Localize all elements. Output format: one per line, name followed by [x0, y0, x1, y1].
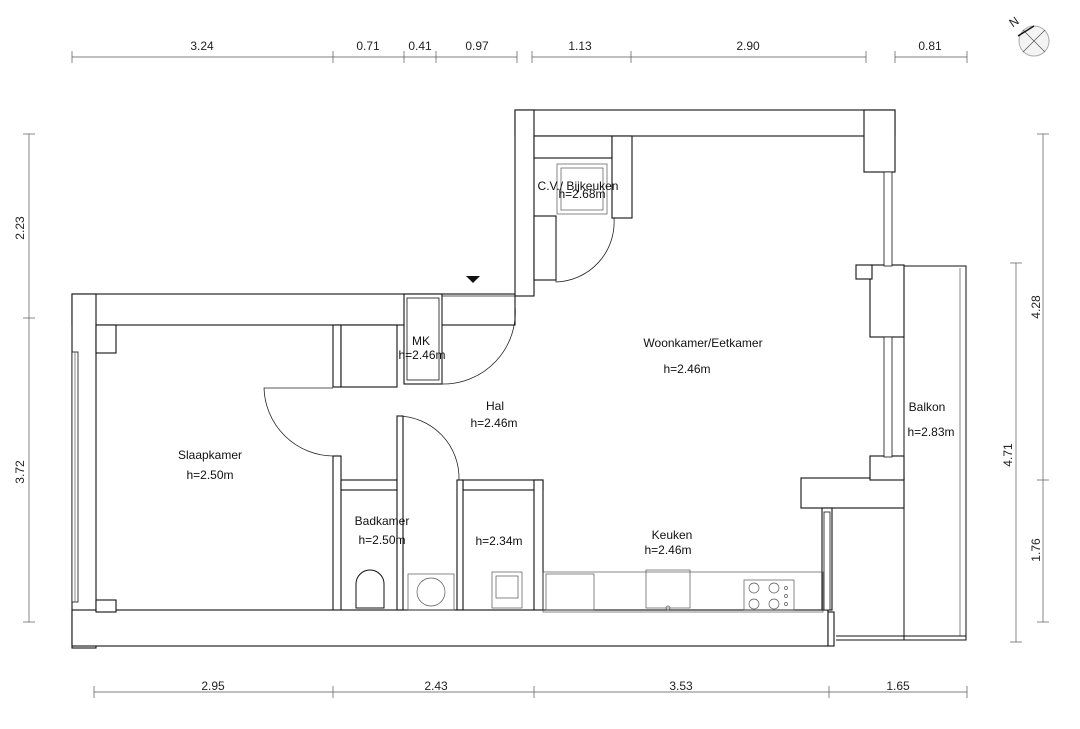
- cv-name: C.V./ Bijkeuken: [538, 179, 619, 193]
- top-dim-7: 0.81: [918, 39, 942, 53]
- woonkamer-name: Woonkamer/Eetkamer: [643, 336, 762, 350]
- hal-name: Hal: [486, 399, 504, 413]
- cv-height: h=2.68m: [558, 187, 605, 201]
- badkamer-height: h=2.50m: [358, 533, 405, 547]
- top-dim-2: 0.71: [356, 39, 380, 53]
- badkamer-name: Badkamer: [355, 514, 410, 528]
- balkon-height: h=2.83m: [907, 425, 954, 439]
- left-dimension-line: 2.23 3.72: [13, 133, 35, 623]
- stove-icon: [743, 579, 795, 611]
- compass-north-icon: N: [1006, 14, 1021, 30]
- keuken-name: Keuken: [652, 528, 693, 542]
- right-dimension-lines: 4.28 1.76 4.71: [1001, 133, 1049, 643]
- top-dim-1: 3.24: [190, 39, 214, 53]
- right-dim-1: 4.28: [1029, 295, 1043, 319]
- top-dimension-line: 3.24 0.71 0.41 0.97 1.13 2.90 0.81: [71, 39, 968, 63]
- fixtures: [355, 163, 824, 613]
- slaapkamer-height: h=2.50m: [186, 468, 233, 482]
- right-dim-2: 1.76: [1029, 538, 1043, 562]
- toilet-height: h=2.34m: [475, 534, 522, 548]
- toilet-icon: [355, 569, 385, 609]
- compass: N: [1006, 14, 1050, 57]
- slaapkamer-name: Slaapkamer: [178, 448, 242, 462]
- bottom-dim-4: 1.65: [886, 679, 910, 693]
- keuken-height: h=2.46m: [644, 543, 691, 557]
- sink-icon: [416, 577, 446, 607]
- top-dim-5: 1.13: [568, 39, 592, 53]
- bottom-dim-3: 3.53: [669, 679, 693, 693]
- top-dim-6: 2.90: [736, 39, 760, 53]
- bottom-dim-1: 2.95: [201, 679, 225, 693]
- hal-height: h=2.46m: [470, 416, 517, 430]
- bottom-dim-2: 2.43: [424, 679, 448, 693]
- windows: [71, 171, 893, 611]
- room-labels: C.V./ Bijkeuken h=2.68m MK h=2.46m Woonk…: [178, 179, 955, 557]
- balkon-name: Balkon: [909, 400, 946, 414]
- left-dim-2: 3.72: [13, 460, 27, 484]
- balcony: [836, 265, 967, 641]
- bottom-dimension-line: 2.95 2.43 3.53 1.65: [93, 679, 968, 698]
- mk-height: h=2.46m: [398, 348, 445, 362]
- right-dim-outer: 4.71: [1001, 443, 1015, 467]
- woonkamer-height: h=2.46m: [663, 362, 710, 376]
- mk-name: MK: [412, 334, 430, 348]
- top-dim-3: 0.41: [408, 39, 432, 53]
- walls: [71, 109, 905, 649]
- left-dim-1: 2.23: [13, 216, 27, 240]
- doors: [263, 217, 615, 481]
- top-dim-4: 0.97: [465, 39, 489, 53]
- entrance-arrow-icon: [466, 276, 480, 283]
